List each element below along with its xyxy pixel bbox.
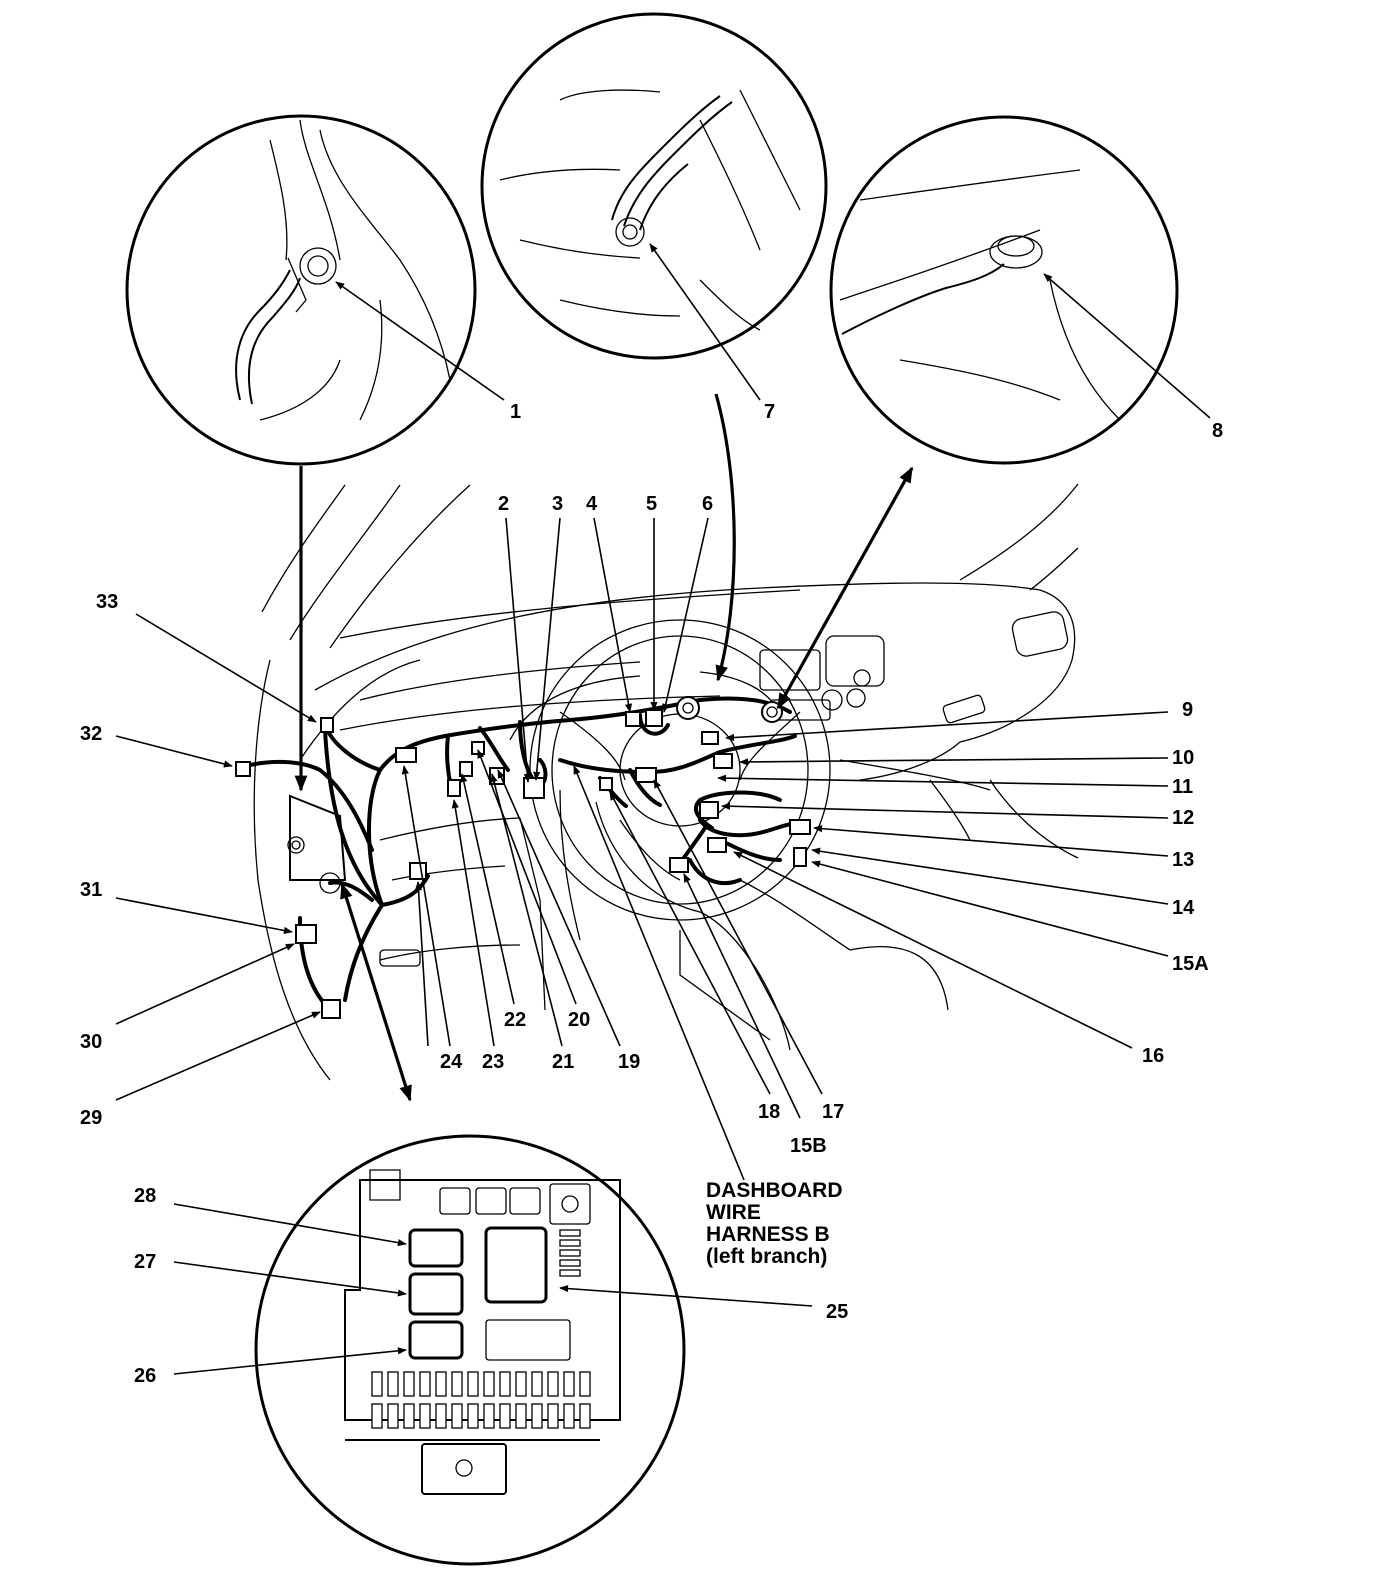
callout-7: 7: [764, 401, 775, 423]
callout-22: 22: [504, 1009, 526, 1031]
dashboard-wire-harness: [244, 696, 807, 1012]
callout-21: 21: [552, 1051, 574, 1073]
relay-28: [408, 1228, 464, 1268]
callout-18: 18: [758, 1101, 780, 1123]
connector-24: [395, 747, 417, 763]
callout-5: 5: [646, 493, 657, 515]
relay-26: [408, 1320, 464, 1360]
connector-18: [599, 777, 613, 791]
callout-29: 29: [80, 1107, 102, 1129]
connector-23: [447, 779, 461, 797]
detail-ground-1: [125, 114, 477, 466]
callout-leaders: [115, 243, 1211, 1375]
connector-32: [235, 761, 251, 777]
callout-20: 20: [568, 1009, 590, 1031]
callout-4: 4: [586, 493, 598, 515]
fuse-row-lower: [371, 1403, 591, 1429]
harness-connectors: [235, 696, 811, 1019]
callout-19: 19: [618, 1051, 640, 1073]
callout-1: 1: [510, 401, 521, 423]
relay-27: [408, 1272, 464, 1316]
callout-6: 6: [702, 493, 713, 515]
callout-13: 13: [1172, 849, 1194, 871]
callout-30: 30: [80, 1031, 102, 1053]
connector-16: [707, 837, 727, 853]
connector-15b: [669, 857, 689, 873]
fuse-row-upper: [371, 1371, 591, 1397]
ground-point-7: [676, 696, 700, 720]
connector-13: [789, 819, 811, 835]
connector-4: [625, 711, 641, 727]
callout-15b: 15B: [790, 1135, 827, 1157]
callout-3: 3: [552, 493, 563, 515]
detail-link-arrows: [294, 393, 914, 1102]
callout-8: 8: [1212, 420, 1223, 442]
detail-fuse-box: [254, 1134, 686, 1566]
callout-12: 12: [1172, 807, 1194, 829]
callout-15a: 15A: [1172, 953, 1209, 975]
connector-19: [523, 777, 545, 799]
connector-22: [459, 761, 473, 777]
callout-10: 10: [1172, 747, 1194, 769]
callout-24: 24: [440, 1051, 463, 1073]
connector-5: [645, 709, 663, 727]
harness-caption: DASHBOARD WIRE HARNESS B (left branch): [706, 1179, 843, 1268]
detail-ground-8: [829, 115, 1179, 465]
connector-9: [701, 731, 719, 745]
connector-12: [699, 801, 719, 819]
callout-31: 31: [80, 879, 102, 901]
relay-25: [484, 1226, 548, 1304]
callout-25: 25: [826, 1301, 848, 1323]
callout-9: 9: [1182, 699, 1193, 721]
callout-11: 11: [1172, 776, 1193, 798]
caption-line-2: WIRE: [706, 1201, 761, 1224]
caption-line-1: DASHBOARD: [706, 1179, 843, 1202]
callout-26: 26: [134, 1365, 156, 1387]
connector-10: [713, 753, 733, 769]
callout-14: 14: [1172, 897, 1195, 919]
callout-16: 16: [1142, 1045, 1164, 1067]
connector-24b: [409, 862, 427, 880]
callout-27: 27: [134, 1251, 156, 1273]
connector-29: [321, 999, 341, 1019]
callout-17: 17: [822, 1101, 844, 1123]
callout-33: 33: [96, 591, 118, 613]
caption-line-4: (left branch): [706, 1245, 827, 1268]
callout-2: 2: [498, 493, 509, 515]
callout-23: 23: [482, 1051, 504, 1073]
connector-33: [320, 717, 334, 733]
connector-31: [295, 924, 317, 944]
connector-15a: [793, 847, 807, 867]
caption-line-3: HARNESS B: [706, 1223, 830, 1246]
detail-ground-7: [480, 12, 828, 360]
callout-labels: 1 7 8 2 3 4 5 6 33 32 31 30 29 9 10 11 1…: [80, 401, 1223, 1387]
callout-32: 32: [80, 723, 102, 745]
connector-17: [635, 767, 657, 783]
callout-28: 28: [134, 1185, 156, 1207]
